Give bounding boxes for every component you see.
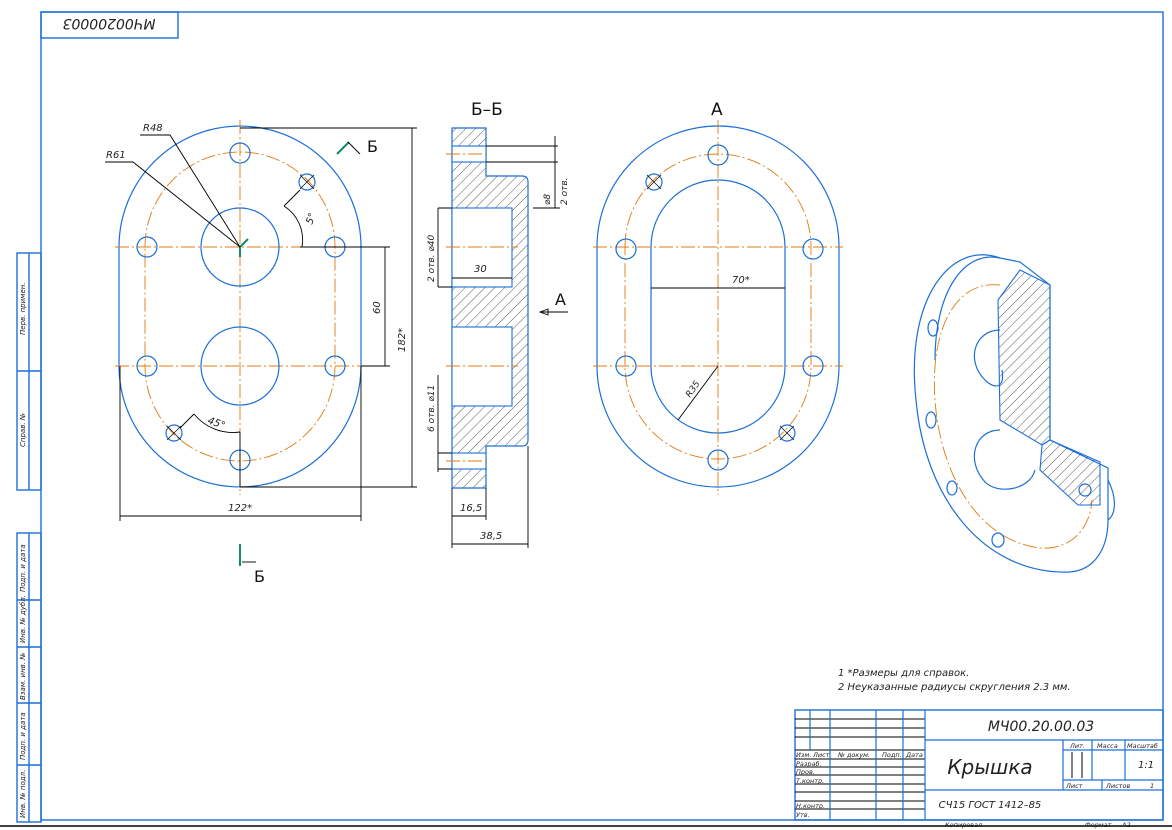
dim-182: 182*	[397, 328, 408, 352]
strip-label: Подп. и дата	[19, 712, 27, 760]
sheets-value: 1	[1150, 782, 1154, 790]
role-label: Разраб.	[796, 760, 822, 768]
sheet-label: Лист	[1065, 782, 1083, 790]
mirrored-stamp: МЧ00200003	[40, 11, 179, 39]
front-view: R61 R48 5° 45° 60 182* 122* Б Б	[105, 120, 417, 586]
strip-label: Инв. № подл.	[19, 770, 27, 818]
cut-label-top: Б	[367, 137, 378, 156]
dim-r35: R35	[684, 379, 703, 399]
dim-angle-bottom: 45°	[206, 415, 226, 431]
col-header: № докум.	[837, 751, 870, 759]
sheets-label: Листов	[1105, 782, 1130, 790]
notes: 1 *Размеры для справок. 2 Неуказанные ра…	[838, 668, 1071, 693]
strip-label: Взам. инв. №	[19, 652, 27, 700]
col-header: Изм.	[796, 751, 811, 759]
copied-label: Копировал	[945, 821, 982, 829]
view-arrow-label: А	[555, 290, 566, 309]
lit-label: Лит.	[1069, 742, 1085, 750]
title-block: Изм. Лист № докум. Подп. Дата Разраб. Пр…	[794, 709, 1164, 829]
part-name: Крышка	[947, 755, 1032, 779]
dim-30: 30	[474, 264, 487, 275]
role-label: Н.контр.	[796, 802, 825, 810]
side-strip: Перв. примен. Справ. № Подп. и дата Инв.…	[16, 252, 42, 823]
mass-label: Масса	[1097, 742, 1118, 750]
designation: МЧ00.20.00.03	[988, 719, 1094, 735]
dim-70: 70*	[732, 275, 750, 286]
dim-60: 60	[372, 301, 383, 314]
note-2: 2 Неуказанные радиусы скругления 2.3 мм.	[838, 682, 1071, 693]
strip-label: Перв. примен.	[19, 282, 27, 335]
dim-r61: R61	[106, 150, 126, 161]
dim-16-5: 16,5	[460, 503, 482, 514]
format-value: А2	[1121, 821, 1131, 829]
stamp-code: МЧ00200003	[63, 15, 156, 31]
col-header: Подп.	[882, 751, 902, 759]
dim-hole-11: 6 отв. ⌀11	[427, 385, 437, 432]
view-a: А 70* R35	[593, 100, 843, 495]
role-label: Утв.	[796, 811, 810, 819]
dim-38-5: 38,5	[480, 531, 502, 542]
section-view: Б–Б ⌀8 2 отв. 2 отв. ⌀40 30 6 отв. ⌀11 1…	[427, 100, 570, 548]
strip-label: Подп. и дата	[19, 544, 27, 592]
dim-r48: R48	[143, 123, 163, 134]
material: СЧ15 ГОСТ 1412–85	[939, 800, 1042, 811]
format-label: Формат	[1085, 821, 1112, 829]
role-label: Пров.	[796, 768, 815, 776]
dim-hole-40: 2 отв. ⌀40	[427, 234, 437, 282]
note-1: 1 *Размеры для справок.	[838, 668, 969, 679]
dim-hole-8: ⌀8	[543, 194, 553, 205]
view-a-label: А	[711, 100, 723, 120]
section-label: Б–Б	[471, 100, 503, 120]
isometric-view	[913, 254, 1115, 573]
role-label: Т.контр.	[796, 777, 824, 785]
scale-value: 1:1	[1138, 760, 1154, 771]
strip-label: Справ. №	[19, 413, 27, 447]
cut-label-bottom: Б	[254, 567, 265, 586]
dim-hole-8-count: 2 отв.	[560, 177, 570, 205]
dim-122: 122*	[228, 503, 252, 514]
strip-label: Инв. № дубл.	[19, 595, 27, 643]
col-header: Дата	[905, 751, 923, 759]
col-header: Лист	[812, 751, 830, 759]
dim-angle-top: 5°	[304, 212, 318, 226]
scale-label: Масштаб	[1127, 742, 1158, 750]
